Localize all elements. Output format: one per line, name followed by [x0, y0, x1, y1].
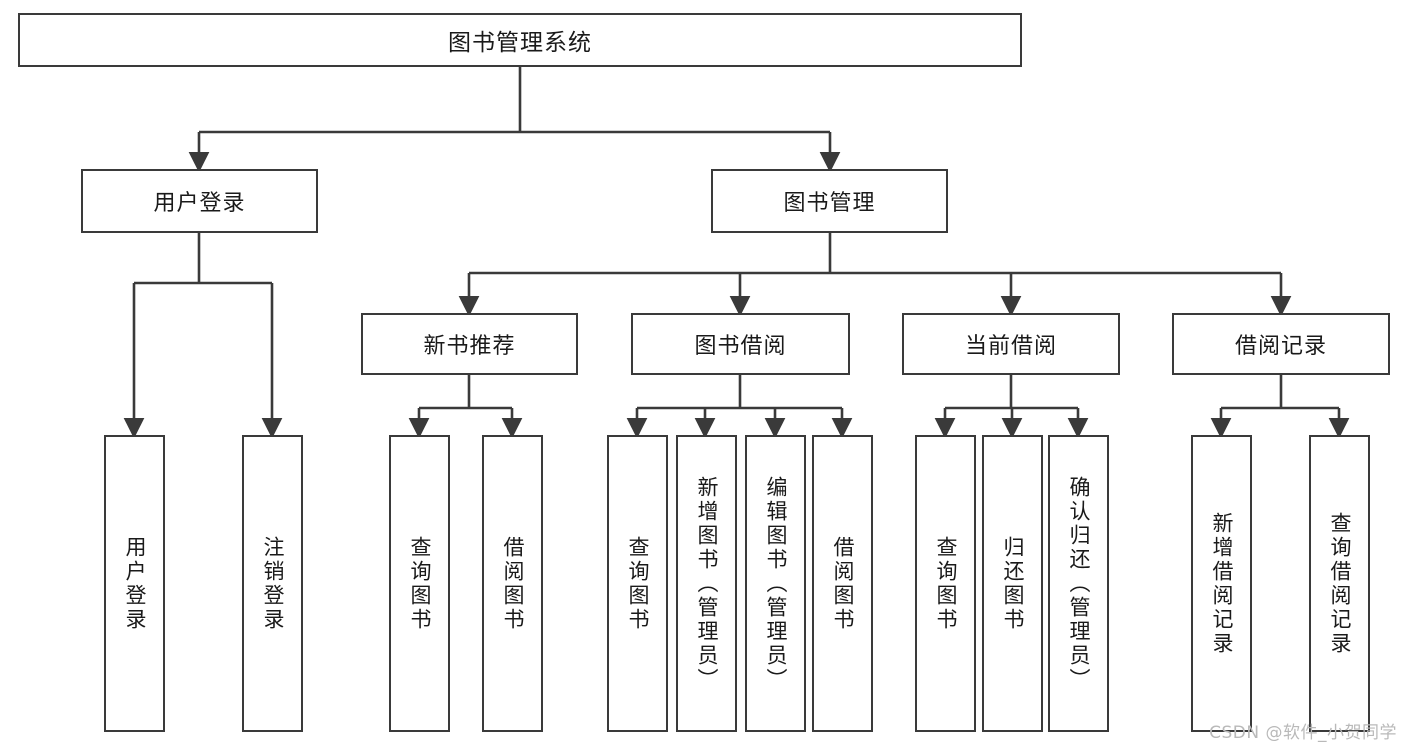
leaf-borrow-query-book[interactable]: 查询图书 [607, 435, 668, 732]
node-label: 图书管理系统 [448, 30, 592, 56]
node-label: 查询图书 [408, 535, 432, 632]
node-borrow-records[interactable]: 借阅记录 [1172, 313, 1390, 375]
leaf-user-login[interactable]: 用户登录 [104, 435, 165, 732]
leaf-recommend-borrow-book[interactable]: 借阅图书 [482, 435, 543, 732]
node-label: 当前借阅 [964, 334, 1057, 359]
node-new-book-recommend[interactable]: 新书推荐 [361, 313, 578, 375]
node-label: 编辑图书（管理员） [764, 475, 788, 692]
node-label: 用户登录 [123, 535, 147, 632]
leaf-borrow-edit-book[interactable]: 编辑图书（管理员） [745, 435, 806, 732]
leaf-current-confirm-return[interactable]: 确认归还（管理员） [1048, 435, 1109, 732]
leaf-records-add-record[interactable]: 新增借阅记录 [1191, 435, 1252, 732]
node-label: 新增图书（管理员） [695, 475, 719, 692]
node-label: 新书推荐 [423, 334, 516, 359]
node-label: 查询图书 [934, 535, 958, 632]
leaf-borrow-add-book[interactable]: 新增图书（管理员） [676, 435, 737, 732]
leaf-recommend-query-book[interactable]: 查询图书 [389, 435, 450, 732]
node-label: 归还图书 [1001, 535, 1025, 632]
node-label: 借阅记录 [1234, 334, 1327, 359]
node-label: 用户登录 [153, 191, 246, 216]
leaf-logout[interactable]: 注销登录 [242, 435, 303, 732]
node-label: 查询借阅记录 [1328, 511, 1352, 656]
node-label: 确认归还（管理员） [1067, 475, 1091, 692]
node-label: 借阅图书 [831, 535, 855, 632]
node-label: 查询图书 [626, 535, 650, 632]
watermark-text: CSDN @软件_小贺同学 [1209, 723, 1397, 743]
node-label: 借阅图书 [501, 535, 525, 632]
node-book-borrow[interactable]: 图书借阅 [631, 313, 850, 375]
node-label: 图书管理 [783, 191, 876, 216]
leaf-records-query-record[interactable]: 查询借阅记录 [1309, 435, 1370, 732]
node-label: 图书借阅 [694, 334, 787, 359]
node-user-login[interactable]: 用户登录 [81, 169, 318, 233]
node-current-borrow[interactable]: 当前借阅 [902, 313, 1120, 375]
leaf-borrow-borrow-book[interactable]: 借阅图书 [812, 435, 873, 732]
leaf-current-query-book[interactable]: 查询图书 [915, 435, 976, 732]
node-label: 新增借阅记录 [1210, 511, 1234, 656]
node-label: 注销登录 [261, 535, 285, 632]
node-book-management[interactable]: 图书管理 [711, 169, 948, 233]
node-root-system[interactable]: 图书管理系统 [18, 13, 1022, 67]
leaf-current-return-book[interactable]: 归还图书 [982, 435, 1043, 732]
